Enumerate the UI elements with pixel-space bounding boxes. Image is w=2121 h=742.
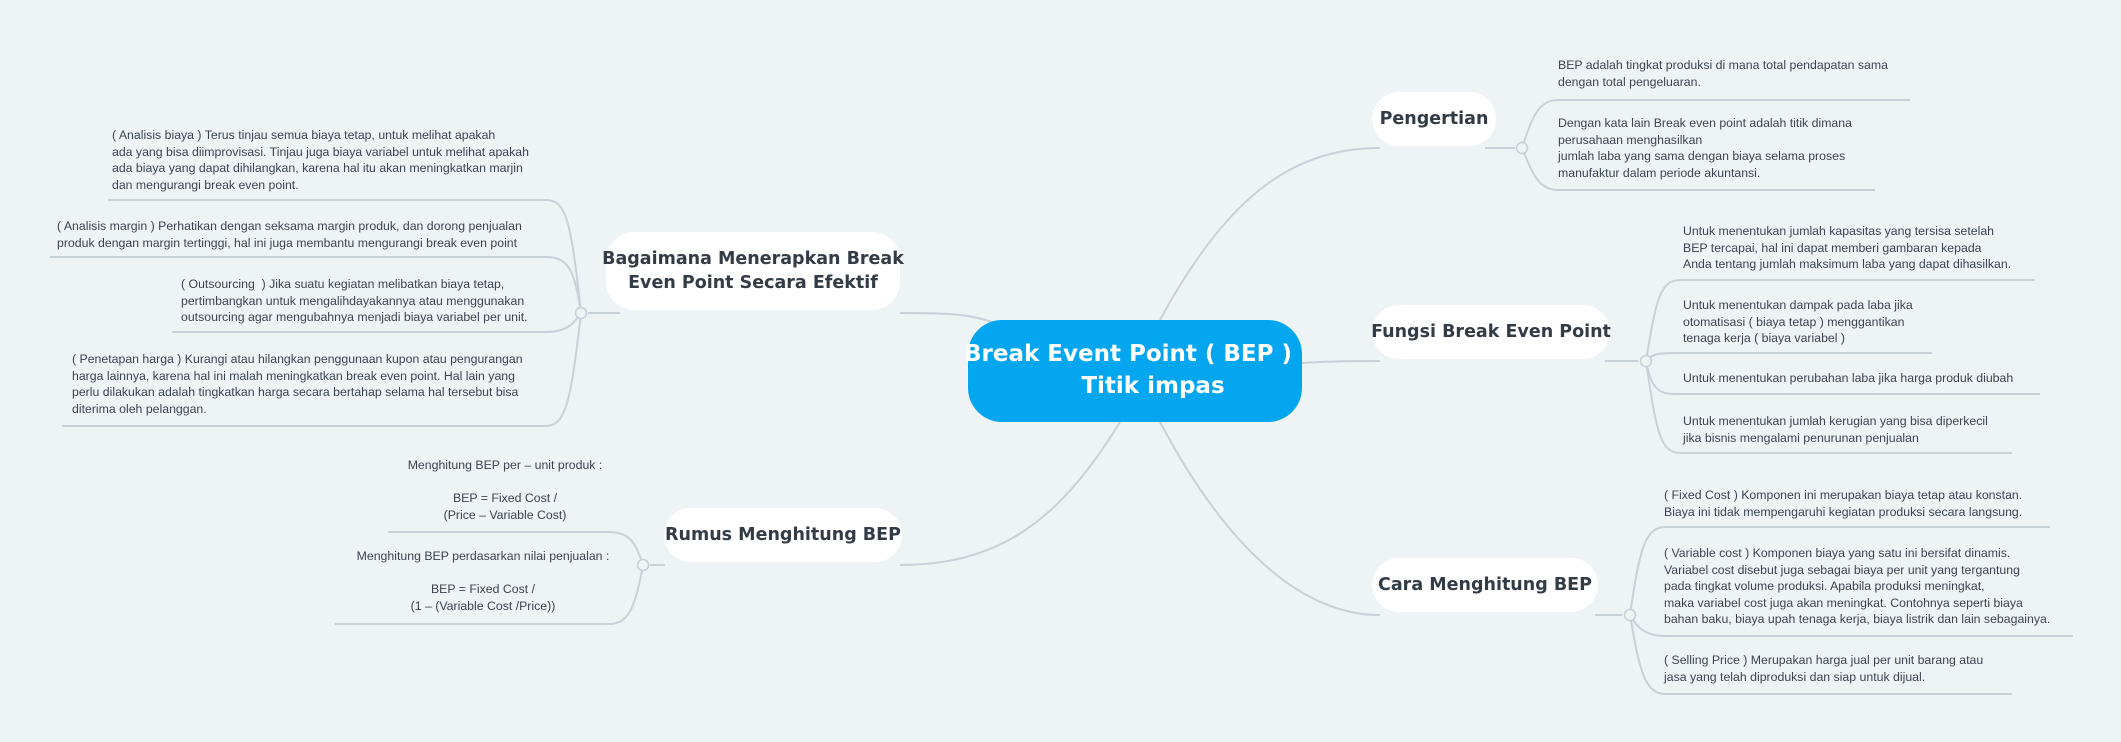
topic-label: Pengertian [1379, 109, 1489, 129]
leaf-cara-3: ( Selling Price ) Merupakan harga jual p… [1664, 653, 1984, 684]
topic-rumus-menghitung-bep[interactable]: Rumus Menghitung BEP [664, 508, 902, 562]
central-title: Break Event Point ( BEP ) [963, 341, 1293, 367]
hub-cara [1623, 608, 1637, 622]
leaf-cara-1: ( Fixed Cost ) Komponen ini merupakan bi… [1664, 488, 2023, 519]
connector-central-bagaimana [899, 312, 996, 324]
topic-label: Bagaimana Menerapkan Break Even Point Se… [602, 249, 904, 293]
topic-cara-menghitung-bep[interactable]: Cara Menghitung BEP [1372, 558, 1598, 612]
leaf-rumus-2: Menghitung BEP perdasarkan nilai penjual… [356, 549, 610, 613]
leaf-pengertian-2: Dengan kata lain Break even point adalah… [1558, 116, 1852, 180]
topic-label: Cara Menghitung BEP [1378, 575, 1592, 595]
leaf-fungsi-1: Untuk menentukan jumlah kapasitas yang t… [1683, 224, 2012, 271]
topic-pengertian[interactable]: Pengertian [1372, 92, 1496, 146]
leaf-rumus-1: Menghitung BEP per – unit produk : BEP =… [407, 458, 603, 522]
central-subtitle: Titik impas [1081, 373, 1225, 399]
leaf-bagaimana-2: ( Analisis margin ) Perhatikan dengan se… [57, 219, 522, 250]
hub-bagaimana [574, 306, 588, 320]
connector-central-fungsi [1301, 360, 1381, 364]
leaf-bagaimana-1: ( Analisis biaya ) Terus tinjau semua bi… [112, 128, 529, 192]
hub-pengertian [1515, 141, 1529, 155]
leaf-bagaimana-4: ( Penetapan harga ) Kurangi atau hilangk… [72, 352, 523, 416]
connector-central-rumus [899, 421, 1121, 566]
topic-fungsi-break-even-point[interactable]: Fungsi Break Even Point [1371, 305, 1611, 359]
topic-label: Fungsi Break Even Point [1371, 322, 1611, 342]
topic-label: Rumus Menghitung BEP [665, 525, 901, 545]
central-topic[interactable]: Break Event Point ( BEP ) Titik impas [964, 320, 1302, 422]
connector-central-pengertian [1159, 147, 1381, 321]
leaf-bagaimana-3: ( Outsourcing ) Jika suatu kegiatan meli… [181, 277, 528, 324]
leaf-fungsi-4: Untuk menentukan jumlah kerugian yang bi… [1683, 414, 1988, 445]
hub-fungsi [1639, 354, 1653, 368]
leaf-fungsi-2: Untuk menentukan dampak pada laba jika o… [1683, 298, 1913, 345]
topic-bagaimana-menerapkan[interactable]: Bagaimana Menerapkan Break Even Point Se… [602, 232, 904, 310]
leaf-fungsi-3: Untuk menentukan perubahan laba jika har… [1683, 371, 2014, 385]
hub-rumus [636, 558, 650, 572]
leaf-pengertian-1: BEP adalah tingkat produksi di mana tota… [1558, 58, 1888, 89]
connector-central-cara [1159, 421, 1381, 616]
leaf-cara-2: ( Variable cost ) Komponen biaya yang sa… [1664, 546, 2051, 626]
